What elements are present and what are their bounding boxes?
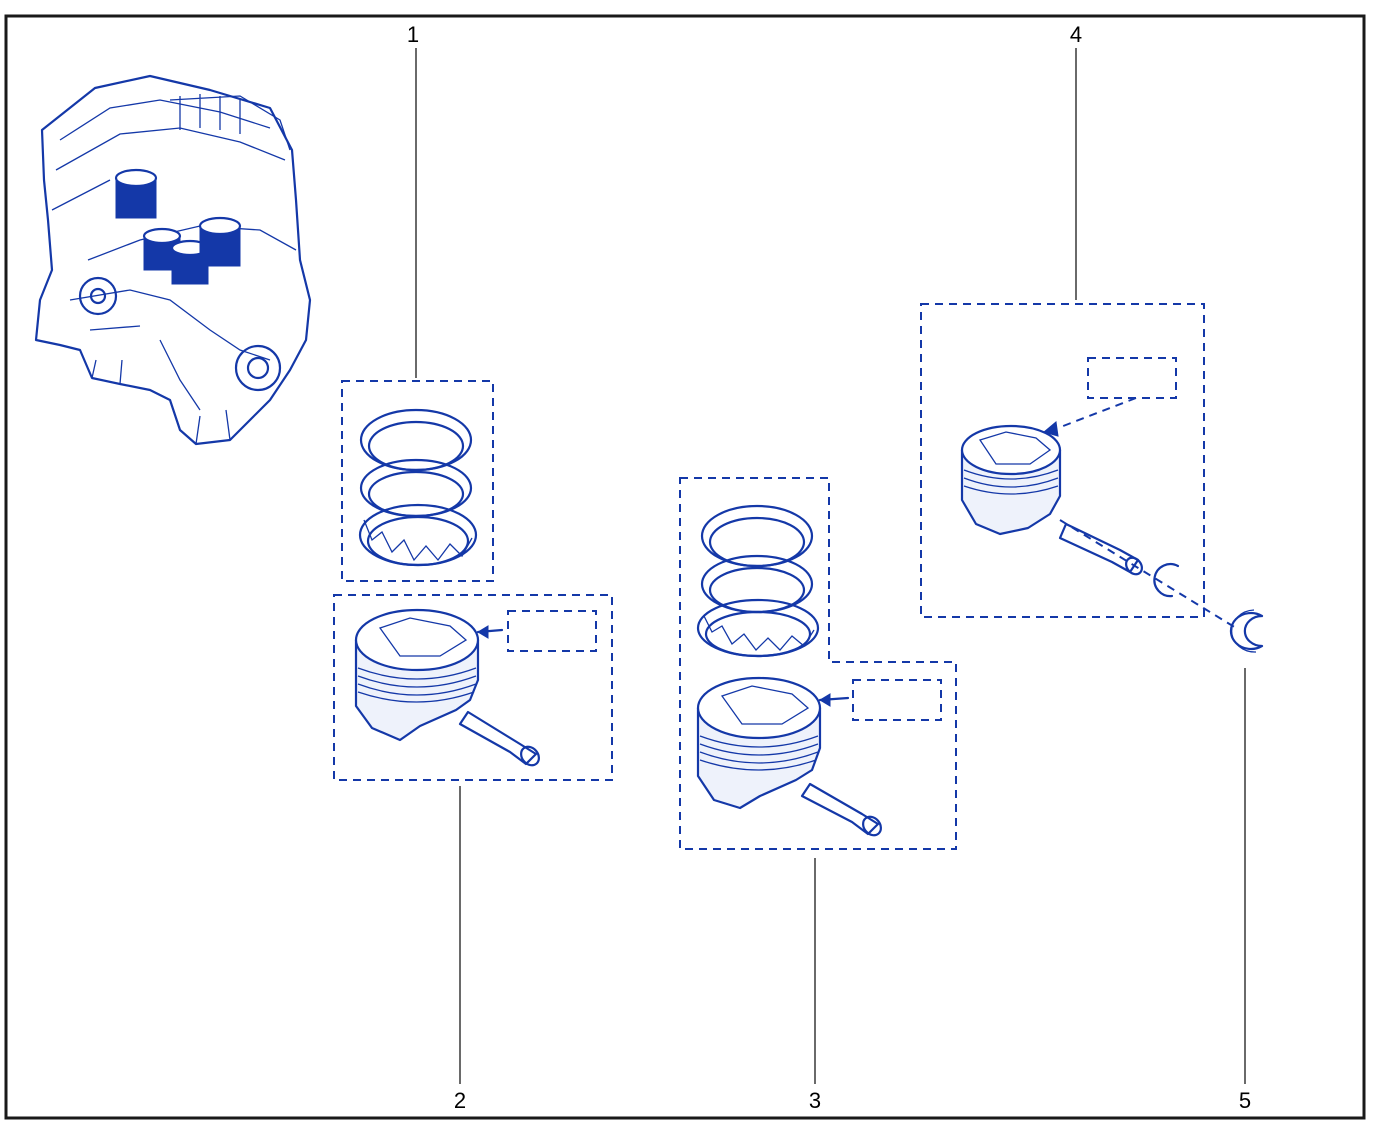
piston-assembly-2 <box>333 594 613 781</box>
piston-pin-4 <box>1058 522 1143 576</box>
callout-4: 4 <box>1070 22 1082 47</box>
callout-3: 3 <box>809 1088 821 1113</box>
diagram-border <box>4 14 1366 1120</box>
circlip-5 <box>1229 609 1264 653</box>
circlip-inner <box>1153 563 1180 598</box>
piston-ring-set-1 <box>341 380 494 582</box>
callout-2: 2 <box>454 1088 466 1113</box>
piston-and-rings-assembly-3 <box>679 477 957 850</box>
piston-pin-clip-assembly-4 <box>920 303 1237 629</box>
piston-pin-3 <box>800 782 882 837</box>
callout-1: 1 <box>407 22 419 47</box>
engine-highlight-pistons <box>114 168 242 285</box>
callout-5: 5 <box>1239 1088 1251 1113</box>
engine-block-illustration <box>34 74 312 446</box>
piston-pin-2 <box>458 710 540 767</box>
